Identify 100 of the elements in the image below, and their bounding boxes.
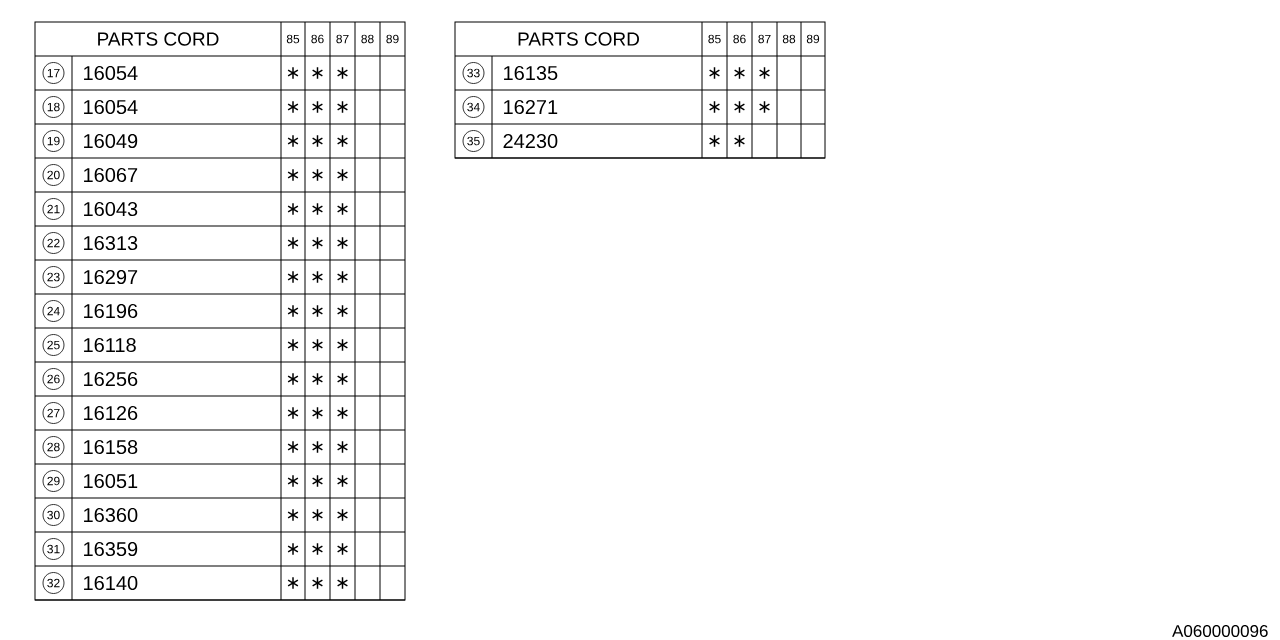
applicability-mark: ∗ — [337, 237, 348, 249]
applicability-mark: ∗ — [734, 135, 745, 147]
column-header: 85 — [708, 34, 721, 44]
callout-number: 33 — [462, 62, 485, 84]
applicability-mark: ∗ — [287, 237, 299, 249]
part-number: 16051 — [84, 473, 138, 489]
callout-number: 35 — [462, 130, 485, 152]
part-number: 16360 — [84, 507, 138, 523]
applicability-mark: ∗ — [734, 101, 745, 113]
part-number: 16359 — [84, 541, 138, 557]
applicability-mark: ∗ — [312, 373, 323, 385]
callout-number: 28 — [42, 436, 65, 458]
callout-number: 17 — [42, 62, 65, 84]
column-header: 87 — [336, 34, 349, 44]
applicability-mark: ∗ — [287, 271, 299, 283]
part-number: 16043 — [84, 201, 138, 217]
callout-number: 26 — [42, 368, 65, 390]
applicability-mark: ∗ — [287, 577, 299, 589]
part-number: 16196 — [84, 303, 138, 319]
applicability-mark: ∗ — [287, 509, 299, 521]
applicability-mark: ∗ — [287, 407, 299, 419]
column-header: 86 — [311, 34, 324, 44]
applicability-mark: ∗ — [312, 543, 323, 555]
column-header: 85 — [286, 34, 300, 44]
callout-number: 32 — [42, 572, 65, 594]
applicability-mark: ∗ — [312, 237, 323, 249]
callout-number: 19 — [42, 130, 65, 152]
callout-number: 29 — [42, 470, 65, 492]
part-number: 16271 — [504, 99, 558, 115]
callout-number: 21 — [42, 198, 65, 220]
part-number: 16126 — [84, 405, 138, 421]
part-number: 16135 — [504, 65, 558, 81]
callout-number: 22 — [42, 232, 65, 254]
applicability-mark: ∗ — [337, 475, 348, 487]
applicability-mark: ∗ — [312, 135, 323, 147]
applicability-mark: ∗ — [337, 407, 348, 419]
applicability-mark: ∗ — [312, 101, 323, 113]
applicability-mark: ∗ — [287, 475, 299, 487]
applicability-mark: ∗ — [312, 305, 323, 317]
callout-number: 34 — [462, 96, 485, 118]
callout-number: 27 — [42, 402, 65, 424]
applicability-mark: ∗ — [287, 339, 299, 351]
applicability-mark: ∗ — [337, 67, 348, 79]
applicability-mark: ∗ — [287, 67, 299, 79]
applicability-mark: ∗ — [312, 203, 323, 215]
part-number: 24230 — [503, 133, 558, 149]
part-number: 16118 — [84, 337, 136, 353]
applicability-mark: ∗ — [312, 509, 323, 521]
applicability-mark: ∗ — [312, 475, 323, 487]
applicability-mark: ∗ — [287, 169, 299, 181]
callout-number: 25 — [42, 334, 65, 356]
column-header: 88 — [361, 34, 374, 44]
applicability-mark: ∗ — [709, 67, 720, 79]
column-header: PARTS CORD — [518, 32, 639, 46]
part-number: 16158 — [84, 439, 138, 455]
applicability-mark: ∗ — [287, 135, 299, 147]
applicability-mark: ∗ — [337, 543, 348, 555]
applicability-mark: ∗ — [312, 407, 323, 419]
applicability-mark: ∗ — [709, 135, 720, 147]
applicability-mark: ∗ — [337, 305, 348, 317]
callout-number: 24 — [42, 300, 65, 322]
applicability-mark: ∗ — [312, 577, 323, 589]
applicability-mark: ∗ — [312, 441, 323, 453]
callout-number: 31 — [42, 538, 65, 560]
applicability-mark: ∗ — [337, 509, 348, 521]
applicability-mark: ∗ — [759, 67, 770, 79]
column-header: PARTS CORD — [98, 32, 219, 46]
applicability-mark: ∗ — [337, 169, 348, 181]
applicability-mark: ∗ — [287, 305, 299, 317]
drawing-number: A060000096 — [1172, 625, 1268, 638]
callout-number: 30 — [42, 504, 65, 526]
column-header: 88 — [782, 34, 796, 44]
part-number: 16067 — [84, 167, 138, 183]
applicability-mark: ∗ — [337, 339, 348, 351]
applicability-mark: ∗ — [287, 543, 299, 555]
applicability-mark: ∗ — [759, 101, 770, 113]
applicability-mark: ∗ — [337, 373, 348, 385]
callout-number: 20 — [42, 164, 65, 186]
column-header: 87 — [758, 34, 771, 44]
applicability-mark: ∗ — [287, 373, 299, 385]
part-number: 16297 — [84, 269, 138, 285]
part-number: 16054 — [84, 99, 138, 115]
part-number: 16049 — [84, 133, 138, 149]
applicability-mark: ∗ — [337, 271, 348, 283]
applicability-mark: ∗ — [337, 101, 348, 113]
column-header: 89 — [386, 34, 399, 44]
callout-number: 23 — [42, 266, 65, 288]
callout-number: 18 — [42, 96, 65, 118]
part-number: 16313 — [84, 235, 138, 251]
applicability-mark: ∗ — [287, 441, 299, 453]
applicability-mark: ∗ — [337, 203, 348, 215]
applicability-mark: ∗ — [337, 135, 348, 147]
column-header: 86 — [733, 34, 746, 44]
column-header: 89 — [806, 34, 820, 44]
applicability-mark: ∗ — [734, 67, 745, 79]
applicability-mark: ∗ — [287, 101, 299, 113]
applicability-mark: ∗ — [709, 101, 720, 113]
applicability-mark: ∗ — [312, 271, 323, 283]
applicability-mark: ∗ — [312, 67, 323, 79]
part-number: 16140 — [84, 575, 138, 591]
